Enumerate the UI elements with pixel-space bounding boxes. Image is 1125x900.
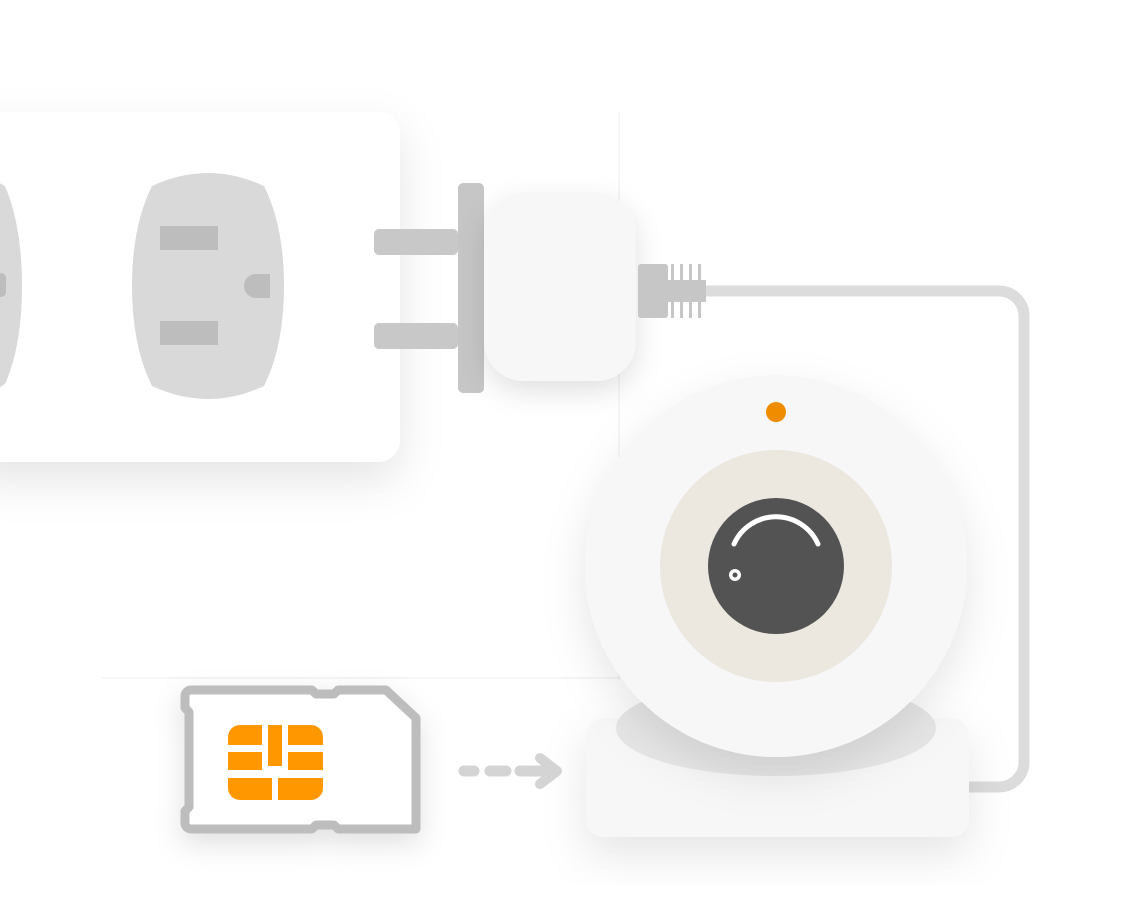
outlet-icon [0, 183, 22, 388]
usb-grip-2 [680, 264, 683, 318]
plug-faceplate [458, 183, 484, 393]
usb-connector-tip [668, 280, 706, 302]
sim-card-icon [180, 685, 421, 834]
sim-chip [228, 725, 323, 800]
sim-chip-bottom-gap [272, 776, 278, 800]
usb-connector-body [638, 264, 668, 318]
usb-grip-3 [689, 264, 692, 318]
cable-line [698, 285, 1030, 793]
outlet-ground-hole [244, 274, 270, 298]
sim-chip-mid-right [288, 752, 323, 770]
plug-prong-bottom [374, 323, 458, 349]
usb-grip-1 [671, 264, 674, 318]
camera-lens-glint [731, 514, 821, 547]
camera-icon [585, 375, 969, 837]
outlet-icon [132, 173, 284, 399]
cable-icon [638, 264, 1030, 793]
camera-lens-dot-center [732, 572, 738, 578]
arrow-head [535, 753, 562, 789]
outlet-slot-bottom [160, 321, 218, 345]
dashed-arrow-icon [458, 753, 562, 789]
sim-chip-top-right [288, 725, 323, 745]
sim-chip-center [268, 725, 282, 766]
sim-chip-top-left [228, 725, 262, 745]
outlet-face-partial [0, 183, 22, 388]
outlet-ground-partial [0, 273, 6, 297]
power-strip [0, 112, 400, 462]
plug-body [484, 193, 636, 381]
outlet-slot-top [160, 226, 218, 250]
camera-indicator-led [766, 402, 786, 422]
plug-icon [374, 183, 636, 393]
usb-grip-4 [698, 264, 701, 318]
sim-chip-mid-left [228, 752, 262, 770]
plug-prong-top [374, 229, 458, 255]
